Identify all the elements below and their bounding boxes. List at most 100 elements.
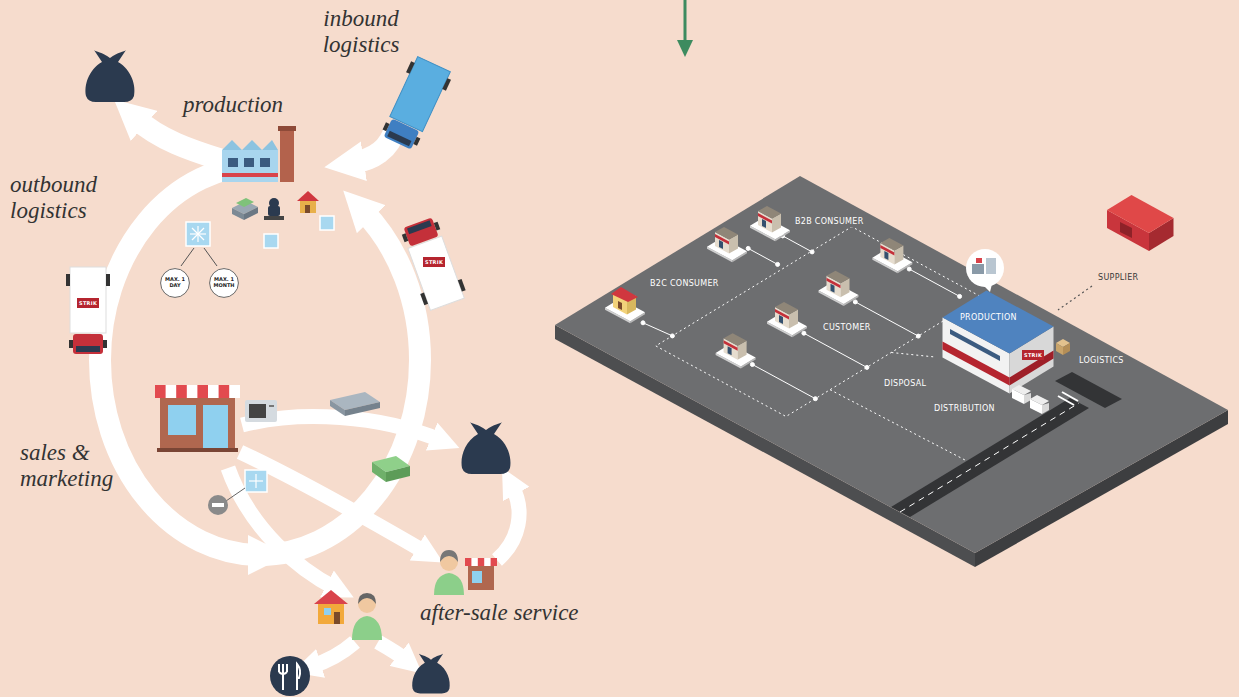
production-bubble [986,258,996,274]
stage-label: outbound logistics [10,172,135,224]
truck-icon [397,215,468,312]
production-building [1010,351,1054,386]
delivery-vans [1030,395,1049,414]
package-icons [372,462,386,482]
production-bubble [972,264,984,274]
truck-icon [387,131,411,147]
waste-bag [412,654,450,694]
microwave-icon [249,404,266,418]
truck-icon [390,57,451,132]
area-label: B2B CONSUMER [793,216,866,227]
flow-arrows [100,165,260,360]
service-icon [478,558,484,566]
truck-icon [407,220,432,234]
logistics-boxes [1056,343,1063,355]
waste-bag [86,50,135,102]
delivery-vans [1042,403,1049,414]
factory-icon [260,158,270,167]
truck-icon [404,217,439,246]
food-icon [282,664,284,690]
package-icons [345,402,380,416]
truck-icon [420,293,428,306]
badge-text: MAX. 1 DAY [164,277,186,289]
tile-links [783,236,812,252]
truck-icon [66,274,70,286]
service-icon [491,558,497,566]
supplier-warehouse [1107,195,1174,233]
product-icons [232,208,244,220]
freezer-icon [226,488,245,501]
product-icons [181,191,334,266]
badge-circle [161,269,190,298]
road [891,372,1122,517]
delivery-vans [1024,393,1031,404]
delivery-vans [1012,385,1031,395]
product-icons [190,226,206,242]
tile-links [810,250,814,254]
badge-body: MAX. 1 MONTH [213,277,235,289]
truck-icon [76,346,100,352]
consumer-tiles [605,206,912,369]
tile-links [916,334,920,338]
area-label: PRODUCTION [958,312,1019,323]
waste-bag [462,422,511,474]
truck-icon [402,233,408,242]
freezer-icon [245,470,267,492]
consumer-tiles [827,271,850,298]
factory-icon [280,128,294,182]
tile-links [802,331,806,335]
service-icon [472,571,482,583]
microwave-icon [245,400,277,422]
truck-icon [106,274,110,286]
service-icon [465,558,497,566]
truck-icon [69,340,73,348]
service-icon [434,573,464,595]
stage-label: production [183,92,283,118]
tile-links [641,234,962,401]
supply-line [1058,286,1092,310]
production-building [943,291,1054,394]
customer-icon [358,593,376,604]
delivery-vans [1030,395,1049,405]
logo-text: STRIK [1022,350,1044,360]
truck-icon [458,279,466,292]
food-icon [279,664,300,690]
product-icons [192,228,204,240]
area-label: B2C CONSUMER [648,278,721,289]
factory-icon [278,126,296,131]
boundary-lines [656,227,982,460]
product-icons [269,198,279,208]
customer-icon [314,590,348,604]
shop-icon [160,398,235,448]
product-icons [320,216,334,230]
product-icons [236,198,254,207]
factory-icon [228,158,238,167]
logistics-boxes [1063,343,1070,355]
production-bubble [966,249,1004,287]
supplier-warehouse [1107,195,1174,251]
microwave-icon [269,405,274,407]
truck-icon [73,334,103,354]
product-icons [264,234,278,248]
boundary-lines [891,353,935,358]
consumer-tiles [758,206,781,233]
consumer-tiles [611,287,638,315]
down-arrow [677,0,693,57]
logo-text: STRIK [423,257,445,267]
customer-icon [334,612,340,624]
road [1058,392,1078,405]
tile-links [748,248,777,264]
product-icons [300,200,316,213]
tile-links [804,333,867,367]
consumer-tiles [775,302,798,329]
tile-links [670,334,674,338]
truck-icon [103,340,107,348]
shop-icon [155,385,240,398]
shop-icon [168,405,196,435]
package-icons [330,392,410,482]
shop-icon [176,385,187,398]
service-icon [440,550,458,562]
tile-links [641,321,645,325]
